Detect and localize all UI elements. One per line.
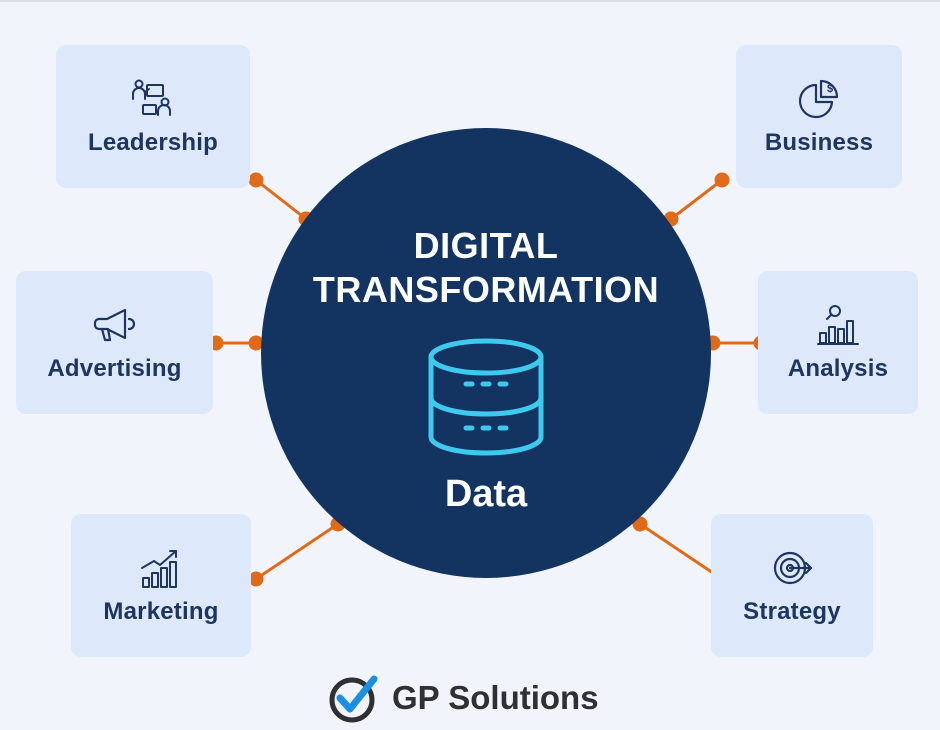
card-label: Leadership bbox=[87, 128, 219, 156]
card-strategy: Strategy bbox=[711, 514, 873, 657]
card-leadership: Leadership bbox=[56, 45, 250, 188]
hub-title-line2: TRANSFORMATION bbox=[312, 269, 660, 310]
card-label: Analysis bbox=[787, 354, 889, 382]
connector-dot bbox=[632, 516, 648, 532]
megaphone-icon bbox=[93, 308, 135, 341]
svg-text:$: $ bbox=[827, 83, 833, 95]
connector-leadership bbox=[255, 178, 307, 221]
hub-title: DIGITAL TRANSFORMATION bbox=[261, 224, 711, 312]
card-business: $ Business bbox=[736, 45, 902, 188]
database-icon bbox=[428, 338, 544, 456]
team-presentation-icon bbox=[132, 79, 171, 116]
card-advertising: Advertising bbox=[16, 271, 213, 414]
magnifier-bar-chart-icon bbox=[817, 304, 859, 345]
target-arrow-icon bbox=[773, 551, 813, 584]
hub-title-line1: DIGITAL bbox=[413, 225, 559, 266]
brand-name: GP Solutions bbox=[392, 679, 599, 716]
top-divider bbox=[0, 0, 940, 2]
connector-dot bbox=[248, 172, 264, 188]
digital-transformation-hub bbox=[261, 128, 711, 578]
connector-strategy bbox=[639, 522, 723, 581]
connector-dot bbox=[714, 172, 730, 188]
pie-chart-dollar-icon: $ bbox=[798, 79, 839, 118]
connector-dot bbox=[248, 571, 264, 587]
card-analysis: Analysis bbox=[758, 271, 918, 414]
checkmark-logo-icon bbox=[329, 675, 378, 723]
card-label: Business bbox=[764, 128, 874, 156]
growth-chart-icon bbox=[141, 549, 177, 588]
connector-business bbox=[670, 178, 723, 221]
card-label: Strategy bbox=[743, 597, 841, 625]
card-marketing: Marketing bbox=[71, 514, 251, 657]
connector-marketing bbox=[255, 522, 339, 581]
card-label: Marketing bbox=[103, 597, 219, 625]
card-label: Advertising bbox=[47, 354, 182, 382]
hub-subtitle: Data bbox=[444, 473, 528, 515]
brand-footer: GP Solutions bbox=[328, 672, 599, 724]
